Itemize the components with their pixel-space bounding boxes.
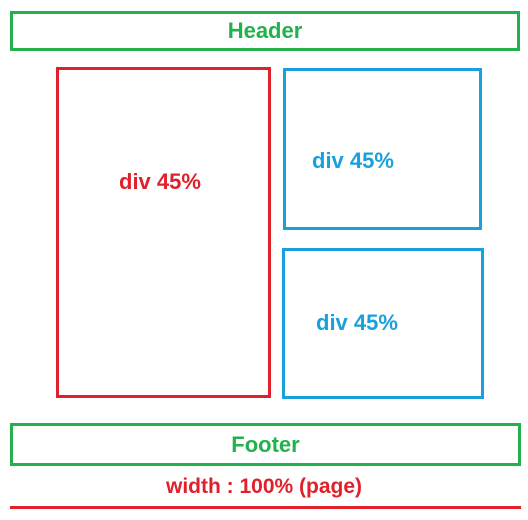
- right-bottom-div-label: div 45%: [316, 310, 398, 335]
- header-box: Header: [10, 11, 520, 51]
- left-div-label: div 45%: [119, 169, 201, 194]
- right-top-div-box: div 45%: [283, 68, 482, 230]
- footer-box: Footer: [10, 423, 521, 466]
- footer-label: Footer: [231, 431, 300, 457]
- right-bottom-div-box: div 45%: [282, 248, 484, 399]
- right-top-div-label: div 45%: [312, 148, 394, 173]
- width-annotation-line: [10, 506, 521, 509]
- left-div-box: div 45%: [56, 67, 271, 398]
- header-label: Header: [227, 18, 303, 43]
- width-annotation-label: width : 100% (page): [165, 475, 363, 498]
